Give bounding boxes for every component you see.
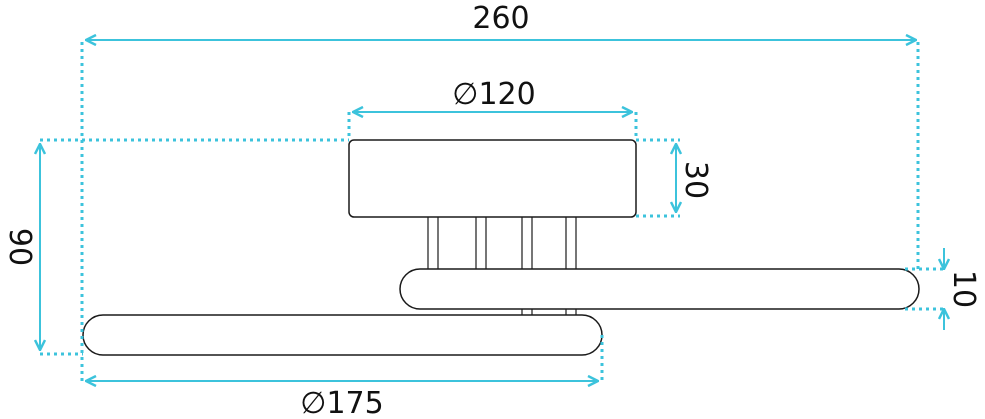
lower-ring-diameter-label: ∅175 [300,386,383,419]
ring-thickness-label: 10 [946,270,981,308]
support-rod [475,215,487,271]
extension-lines [40,42,945,383]
total-height-label: 90 [2,228,37,266]
canopy [348,139,637,218]
canopy-diameter-label: ∅120 [452,77,535,112]
lower-ring [82,314,603,356]
upper-ring [399,268,920,310]
lower-ring-diameter-value: 175 [326,386,383,419]
overall-width-label: 260 [472,1,529,36]
dimension-lines [40,40,944,381]
canopy-diameter-value: 120 [478,77,535,112]
lamp-body [82,139,920,356]
canopy-height-label: 30 [678,161,713,199]
diameter-symbol: ∅ [300,386,326,419]
diameter-symbol: ∅ [452,77,478,112]
support-rod [427,215,439,271]
